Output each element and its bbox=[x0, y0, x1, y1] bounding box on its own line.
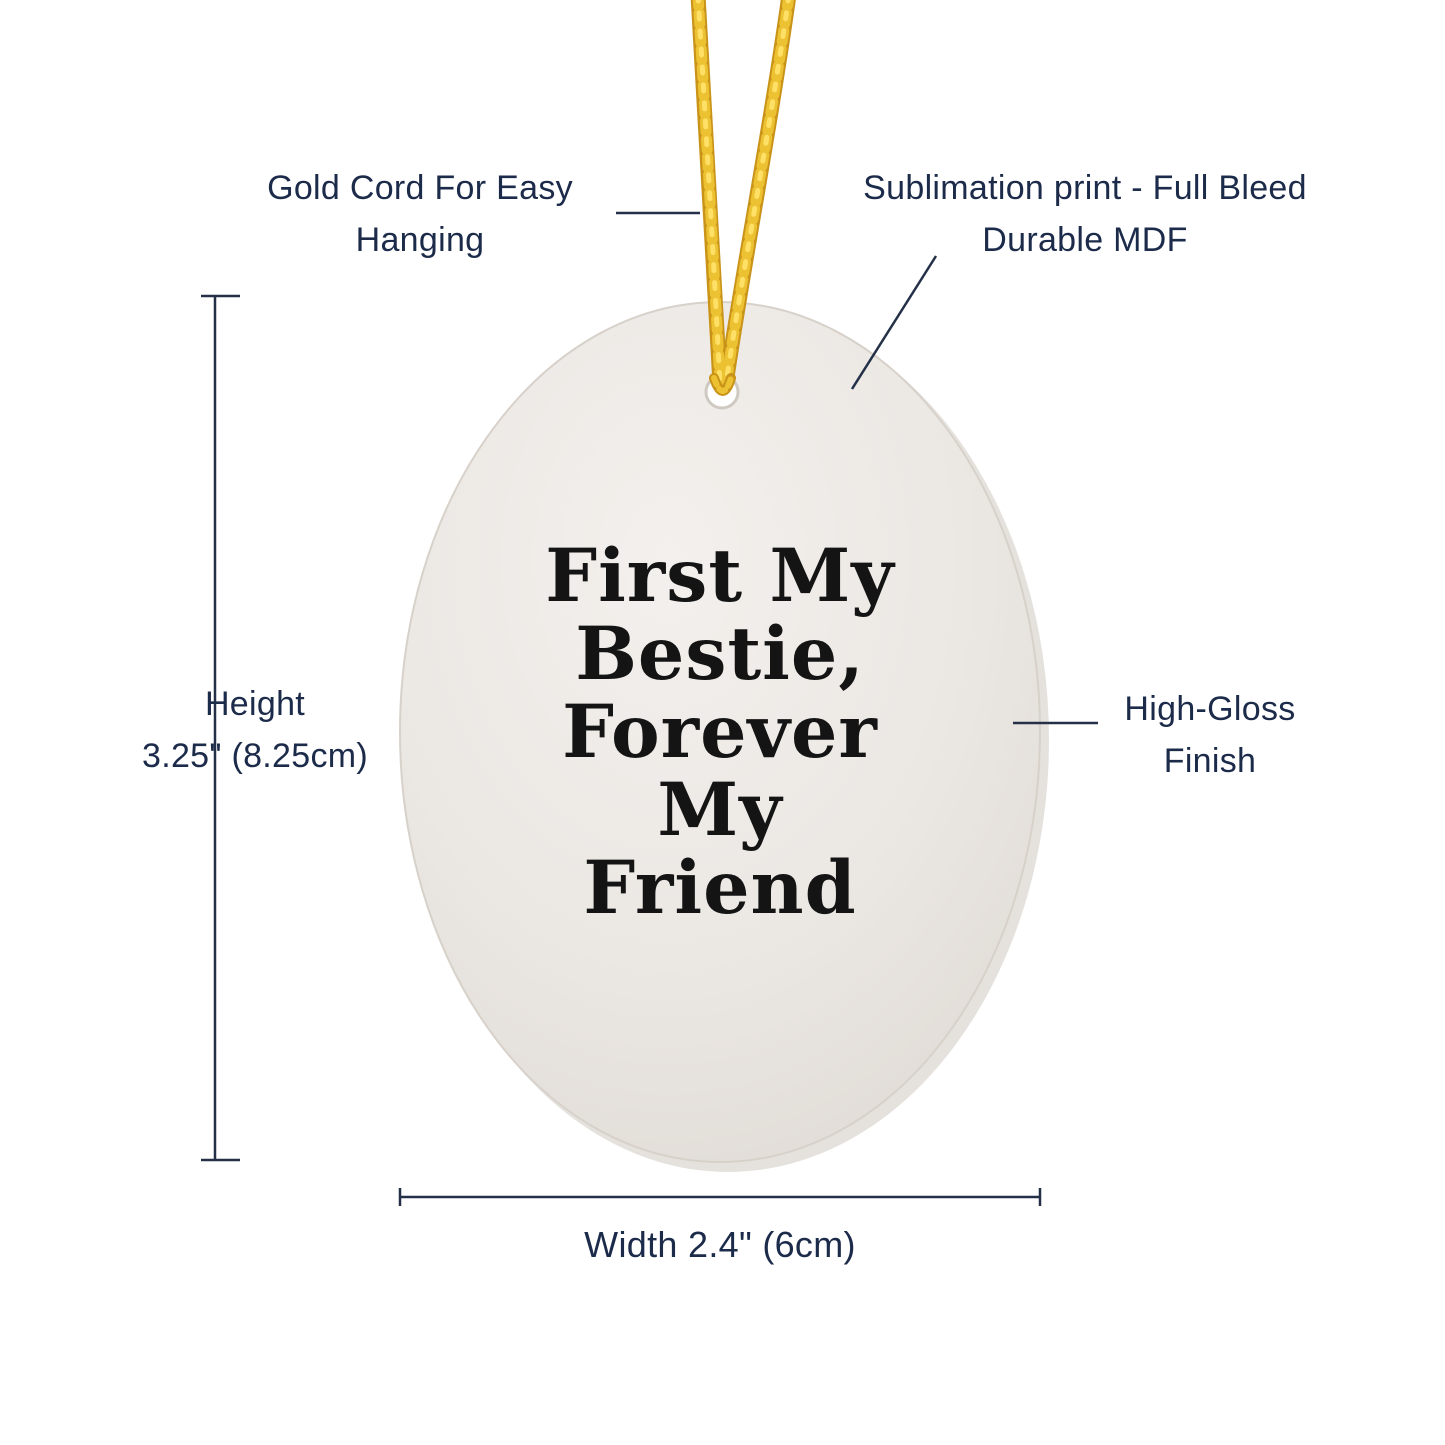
callout-gold-cord-line2: Hanging bbox=[355, 221, 485, 259]
callout-finish: High-Gloss Finish bbox=[1085, 683, 1335, 787]
gold-cord bbox=[690, 0, 796, 396]
ornament-print-line5: Friend bbox=[583, 845, 857, 931]
ornament-print-line3: Forever bbox=[562, 689, 878, 775]
ornament-print-text: First My Bestie, Forever My Friend bbox=[400, 537, 1040, 927]
callout-sublimation-print-line1: Sublimation print - Full Bleed bbox=[863, 169, 1307, 207]
callout-sublimation-print: Sublimation print - Full Bleed Durable M… bbox=[805, 162, 1365, 266]
ornament-print-line4: My bbox=[657, 767, 783, 853]
callout-finish-line2: Finish bbox=[1163, 742, 1257, 780]
callout-finish-line1: High-Gloss bbox=[1124, 690, 1296, 728]
width-label: Width 2.4" (6cm) bbox=[584, 1224, 856, 1265]
callout-height-line1: Height bbox=[204, 685, 306, 723]
ornament-print-line1: First My bbox=[545, 533, 895, 619]
annotation-lines bbox=[201, 211, 1098, 1206]
print-pointer-line bbox=[850, 255, 938, 390]
callout-sublimation-print-line2: Durable MDF bbox=[982, 221, 1188, 259]
callout-gold-cord-line1: Gold Cord For Easy bbox=[267, 169, 573, 207]
callout-height-line2: 3.25" (8.25cm) bbox=[141, 737, 369, 775]
ornament-print-line2: Bestie, bbox=[575, 611, 865, 697]
callout-gold-cord: Gold Cord For Easy Hanging bbox=[225, 162, 615, 266]
callout-height: Height 3.25" (8.25cm) bbox=[115, 678, 395, 782]
